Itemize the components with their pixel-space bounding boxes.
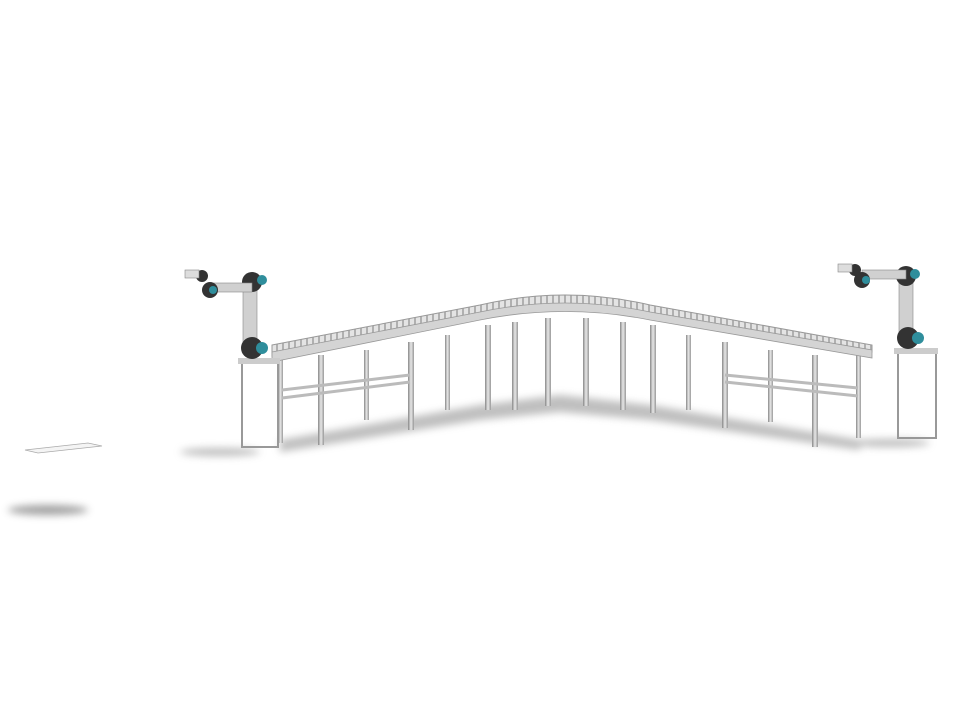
- floor-shadows: [8, 395, 930, 515]
- conveyor-crossbars: [281, 373, 859, 400]
- robot-pedestal-right: [897, 351, 937, 439]
- robot-arm-right: [837, 263, 938, 439]
- robot-arm-left: [184, 269, 280, 448]
- roller-conveyor: [271, 294, 873, 363]
- paper-sheet: [24, 442, 103, 454]
- robot-pedestal-left: [241, 361, 279, 448]
